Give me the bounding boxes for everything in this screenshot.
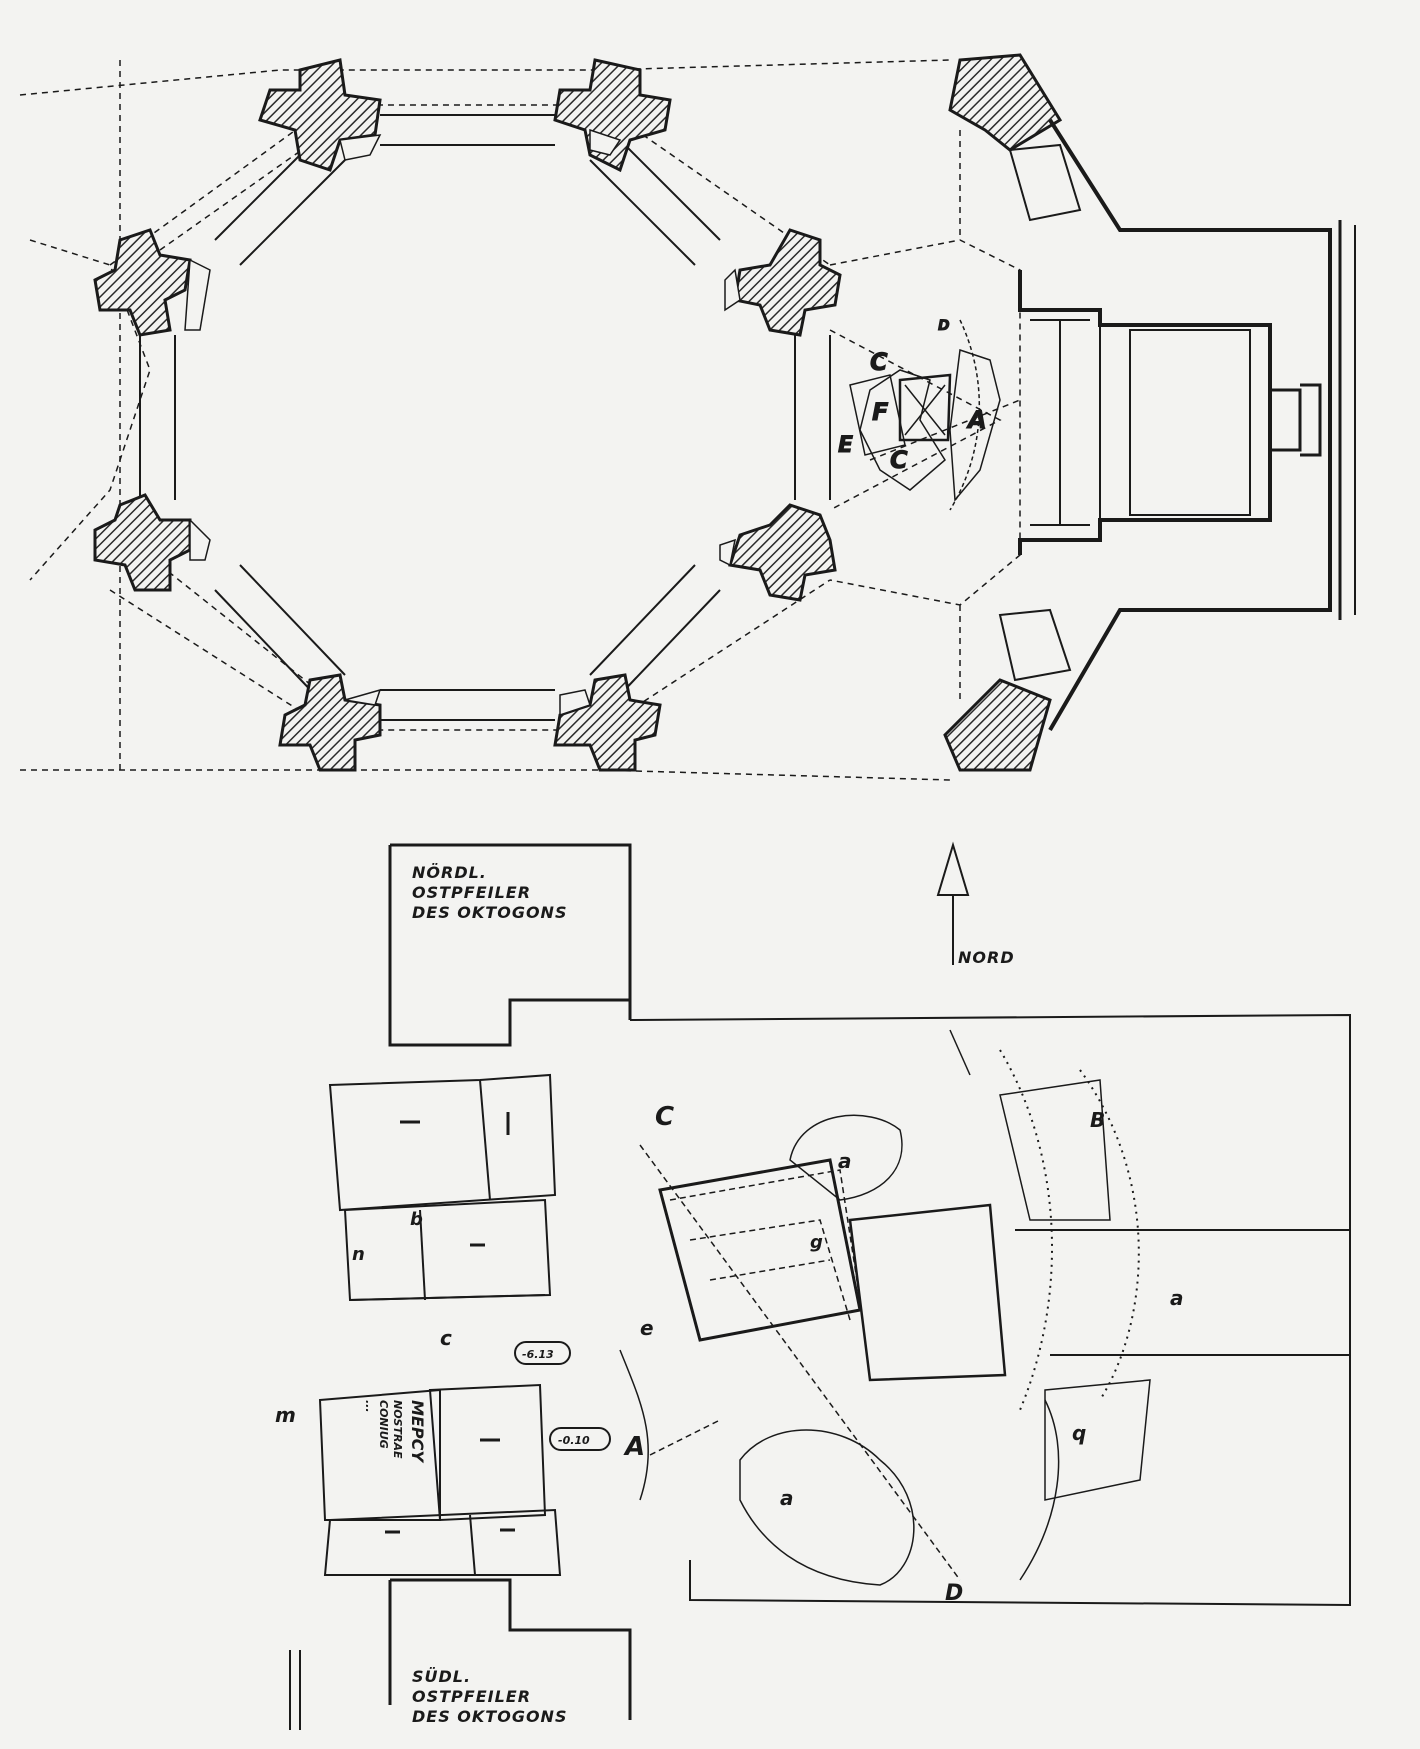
pier-n-east bbox=[553, 58, 672, 173]
north-pillar-outline bbox=[388, 843, 632, 1047]
label-n: n bbox=[352, 1244, 365, 1265]
level-mark-2: -0.10 bbox=[558, 1434, 590, 1447]
label-d-top: D bbox=[938, 318, 950, 334]
north-arrow: NORD bbox=[936, 841, 1015, 967]
octagon-piers bbox=[93, 53, 1063, 772]
label-a-3: a bbox=[780, 1486, 794, 1510]
pier-w-south bbox=[93, 493, 192, 592]
apse-walls bbox=[998, 118, 1356, 732]
detail-plan: MEPCY NOSTRAE CONIUG ... bbox=[289, 843, 1351, 1730]
north-pillar-line-2: OSTPFEILER bbox=[412, 883, 531, 902]
label-c-top: C bbox=[870, 348, 888, 376]
label-f: F bbox=[872, 398, 889, 426]
label-c-bottom: C bbox=[890, 446, 908, 474]
label-q: q bbox=[1072, 1421, 1086, 1445]
label-m: m bbox=[275, 1403, 296, 1427]
label-e: E bbox=[838, 433, 853, 458]
label-c-small: c bbox=[440, 1326, 452, 1350]
site-boundary bbox=[629, 1013, 1351, 1607]
apse-pier-south bbox=[943, 678, 1052, 772]
pier-n-west bbox=[258, 58, 382, 172]
north-pillar-line-1: NÖRDL. bbox=[412, 863, 487, 882]
pier-s-east bbox=[553, 673, 662, 772]
floor-slabs bbox=[323, 1073, 562, 1576]
octagon-arcade bbox=[139, 114, 831, 721]
label-a-1: a bbox=[838, 1149, 852, 1173]
inscription-text: MEPCY NOSTRAE CONIUG ... bbox=[363, 1400, 427, 1463]
vault-dashed-lines bbox=[19, 59, 1021, 781]
pier-s-west bbox=[278, 673, 382, 772]
excavation-fragments bbox=[849, 319, 1001, 511]
detail-letters: B C A D a a a b c e g m n q bbox=[275, 1102, 1184, 1606]
pier-attachments bbox=[184, 128, 741, 717]
pier-w-north bbox=[93, 228, 192, 337]
inscription-slab bbox=[318, 1388, 441, 1521]
excavation-pit bbox=[658, 1158, 862, 1342]
apse-pier-north bbox=[948, 53, 1063, 152]
label-d-section: D bbox=[945, 1581, 963, 1606]
north-pillar-line-3: DES OKTOGONS bbox=[412, 903, 567, 922]
south-pillar-line-3: DES OKTOGONS bbox=[412, 1707, 567, 1726]
label-b: B bbox=[1090, 1108, 1105, 1132]
inscription-line-3: CONIUG bbox=[377, 1400, 390, 1449]
south-pillar-line-2: OSTPFEILER bbox=[412, 1687, 531, 1706]
label-a-top: A bbox=[966, 406, 987, 434]
label-a-2: a bbox=[1170, 1286, 1184, 1310]
label-a-section: A bbox=[623, 1432, 645, 1462]
label-c-section: C bbox=[655, 1102, 674, 1132]
octagon-plan: C F A E C D bbox=[19, 53, 1356, 781]
pit-dashed-lines bbox=[639, 1144, 961, 1581]
label-g: g bbox=[810, 1232, 823, 1253]
pier-e-north bbox=[733, 228, 842, 337]
slab-marks bbox=[385, 1112, 515, 1534]
label-b-small: b bbox=[410, 1209, 423, 1230]
inscription-line-2: NOSTRAE bbox=[391, 1400, 404, 1459]
level-mark-1: -6.13 bbox=[522, 1348, 554, 1361]
inscription-line-1: MEPCY bbox=[408, 1400, 427, 1463]
pier-e-south bbox=[728, 503, 837, 602]
north-pillar-caption: NÖRDL. OSTPFEILER DES OKTOGONS bbox=[412, 863, 567, 922]
south-pillar-caption: SÜDL. OSTPFEILER DES OKTOGONS bbox=[412, 1667, 567, 1726]
north-arrow-label: NORD bbox=[958, 948, 1015, 967]
label-e-small: e bbox=[640, 1316, 654, 1340]
stone-fragments bbox=[619, 1029, 1151, 1586]
south-pillar-outline bbox=[388, 1578, 632, 1720]
south-pillar-line-1: SÜDL. bbox=[412, 1667, 471, 1686]
dotted-arcs bbox=[999, 1049, 1140, 1411]
inscription-line-4: ... bbox=[363, 1400, 376, 1413]
level-marks bbox=[514, 1341, 611, 1451]
